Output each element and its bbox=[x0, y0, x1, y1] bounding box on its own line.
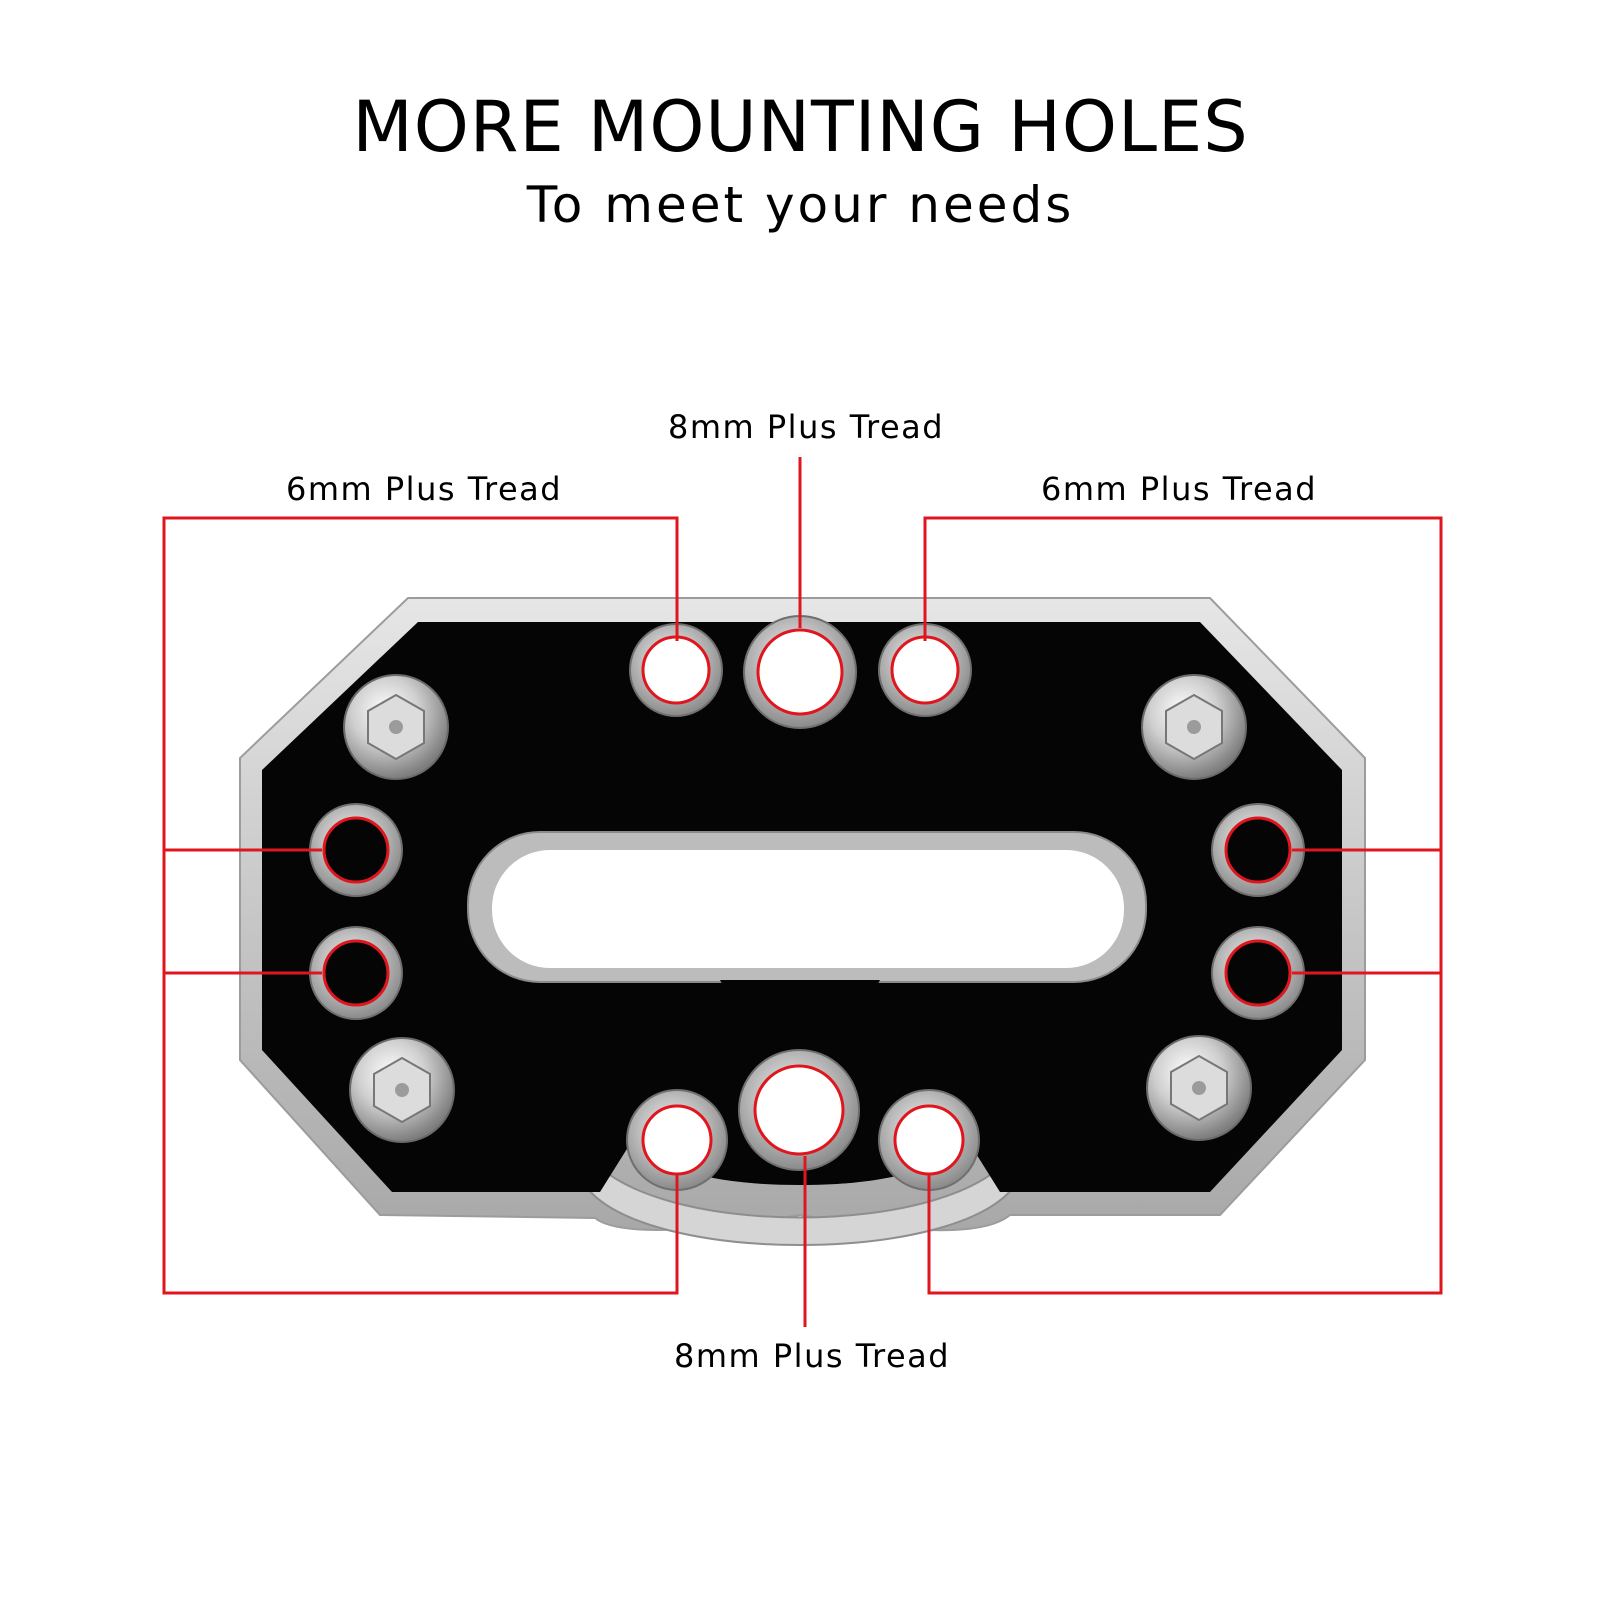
callout-top-center-label: 8mm Plus Tread bbox=[668, 408, 945, 446]
callout-bottom-center-label: 8mm Plus Tread bbox=[674, 1337, 951, 1375]
bolt-bottom-left-icon bbox=[349, 1037, 455, 1143]
bottom-hole-center bbox=[738, 1049, 860, 1171]
page-subtitle: To meet your needs bbox=[526, 176, 1075, 234]
slot-notch bbox=[720, 980, 880, 1000]
center-slot bbox=[492, 850, 1124, 968]
bolt-top-left-icon bbox=[343, 674, 449, 780]
callout-top-left-label: 6mm Plus Tread bbox=[286, 470, 563, 508]
bolt-top-right-icon bbox=[1141, 674, 1247, 780]
callout-top-right-label: 6mm Plus Tread bbox=[1041, 470, 1318, 508]
callout-lines bbox=[162, 457, 1443, 1327]
page-title: MORE MOUNTING HOLES bbox=[352, 86, 1249, 168]
bolt-bottom-right-icon bbox=[1146, 1035, 1252, 1141]
top-hole-center bbox=[743, 615, 857, 729]
